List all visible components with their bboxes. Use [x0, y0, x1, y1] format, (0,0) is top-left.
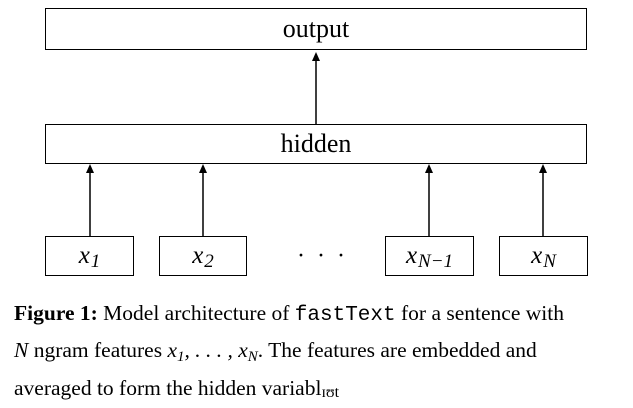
caption-text-3: ngram features	[28, 338, 168, 362]
caption-line-3: averaged to form the hidden variablɪʊt	[14, 371, 626, 408]
arrowhead-hidden-to-output	[312, 52, 320, 61]
input-x2-subscript: 2	[204, 251, 214, 272]
caption-math-sequence: x1, . . . , xN	[167, 338, 258, 365]
caption-seq-x: x	[167, 338, 177, 362]
input-xn-minus-1-base: x	[405, 242, 418, 269]
arrowhead-xn-to-hidden	[539, 164, 547, 173]
arrowhead-xn1-to-hidden	[425, 164, 433, 173]
input-xn-base: x	[531, 242, 543, 269]
figure-caption: Figure 1: Model architecture of fastText…	[14, 296, 626, 408]
input-x1-subscript: 1	[90, 251, 101, 272]
output-layer-label: output	[282, 14, 350, 43]
caption-text-2: for a sentence with	[395, 301, 564, 325]
caption-line-2: N ngram features x1, . . . , xN. The fea…	[14, 333, 626, 371]
caption-seq-mid: , . . . , x	[184, 338, 248, 362]
hidden-layer-label: hidden	[280, 129, 352, 158]
input-x2-base: x	[192, 242, 204, 269]
caption-seq-sub-n: N	[247, 349, 258, 365]
caption-math-n: N	[14, 338, 29, 362]
hidden-layer-box: hidden	[45, 124, 587, 164]
caption-line-1: Figure 1: Model architecture of fastText…	[14, 296, 626, 333]
caption-text-1: Model architecture of	[97, 301, 295, 325]
caption-code-fasttext: fastText	[294, 304, 396, 327]
arrowhead-x1-to-hidden	[86, 164, 94, 173]
input-xn-subscript: N	[543, 251, 556, 272]
input-x1-base: x	[78, 242, 90, 269]
caption-figure-label: Figure 1:	[14, 301, 98, 325]
caption-text-5: averaged to form the hidden variabl	[14, 376, 322, 400]
output-layer-box: output	[45, 8, 587, 50]
input-xn-minus-1-subscript: N−1	[418, 251, 454, 272]
caption-text-4: . The features are embedded and	[257, 338, 537, 362]
caption-seq-sub-1: 1	[176, 349, 185, 365]
arrowhead-x2-to-hidden	[199, 164, 207, 173]
ellipsis: · · ·	[297, 243, 348, 269]
caption-truncation-artifact: ɪʊt	[321, 384, 340, 401]
